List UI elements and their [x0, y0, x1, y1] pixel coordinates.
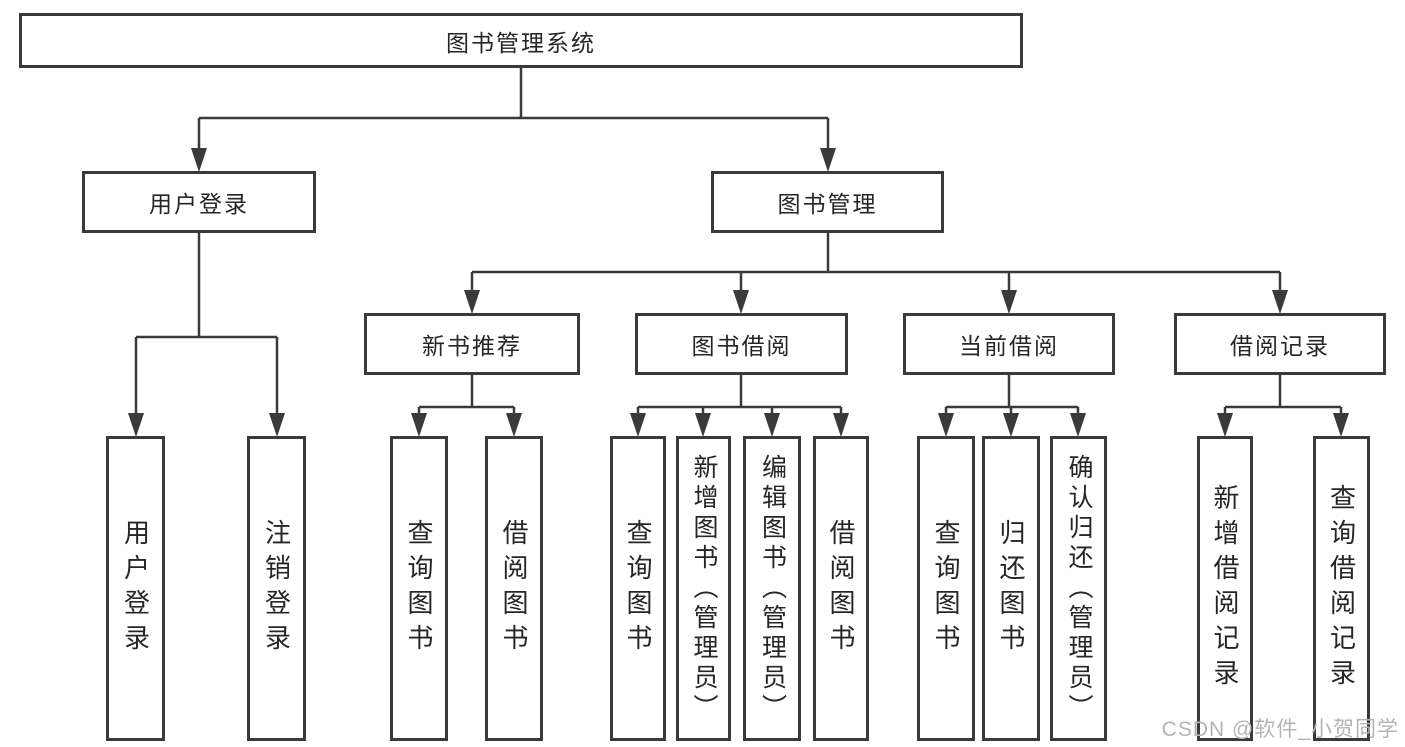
leaf-bb-add-books-admin-label: 新增图书（管理员）: [690, 453, 718, 724]
leaf-nbr-borrow-books-label: 借阅图书: [499, 518, 529, 659]
leaf-logout: 注销登录: [247, 436, 306, 741]
connector-line-path: [134, 68, 1343, 417]
leaf-nbr-query-books-label: 查询图书: [404, 518, 434, 659]
watermark: CSDN @软件_小贺同学: [1161, 718, 1399, 741]
leaf-cb-confirm-return-admin: 确认归还（管理员）: [1050, 436, 1107, 741]
leaf-br-add-record-label: 新增借阅记录: [1210, 483, 1240, 694]
node-current-borrowing: 当前借阅: [903, 313, 1115, 375]
node-new-book-recommendation: 新书推荐: [364, 313, 580, 375]
node-borrowing-records: 借阅记录: [1174, 313, 1386, 375]
leaf-br-query-record: 查询借阅记录: [1313, 436, 1370, 741]
node-user-login: 用户登录: [82, 171, 316, 233]
node-user-login-label: 用户登录: [149, 191, 249, 217]
node-book-management: 图书管理: [711, 171, 944, 233]
leaf-bb-borrow-books: 借阅图书: [813, 436, 869, 741]
leaf-bb-add-books-admin: 新增图书（管理员）: [676, 436, 731, 741]
leaf-bb-query-books: 查询图书: [610, 436, 666, 741]
leaf-cb-return-books-label: 归还图书: [996, 518, 1026, 659]
leaf-br-query-record-label: 查询借阅记录: [1326, 483, 1357, 694]
node-library-management-system: 图书管理系统: [19, 13, 1023, 68]
leaf-bb-edit-books-admin: 编辑图书（管理员）: [743, 436, 801, 741]
leaf-bb-query-books-label: 查询图书: [623, 518, 653, 659]
leaf-cb-query-books-label: 查询图书: [931, 518, 961, 659]
leaf-cb-return-books: 归还图书: [982, 436, 1040, 741]
leaf-logout-label: 注销登录: [261, 518, 292, 659]
arrowheads: [128, 148, 1349, 437]
leaf-cb-confirm-return-admin-label: 确认归还（管理员）: [1065, 453, 1093, 724]
node-new-book-recommendation-label: 新书推荐: [422, 333, 522, 359]
leaf-nbr-query-books: 查询图书: [390, 436, 448, 741]
leaf-nbr-borrow-books: 借阅图书: [485, 436, 543, 741]
leaf-cb-query-books: 查询图书: [917, 436, 975, 741]
leaf-bb-borrow-books-label: 借阅图书: [826, 518, 856, 659]
node-borrowing-records-label: 借阅记录: [1230, 333, 1330, 359]
node-library-management-system-label: 图书管理系统: [446, 29, 596, 56]
leaf-user-login: 用户登录: [106, 436, 165, 741]
leaf-br-add-record: 新增借阅记录: [1197, 436, 1253, 741]
leaf-user-login-label: 用户登录: [120, 518, 151, 659]
node-book-borrowing: 图书借阅: [635, 313, 848, 375]
node-book-management-label: 图书管理: [777, 191, 878, 217]
node-current-borrowing-label: 当前借阅: [959, 333, 1059, 359]
node-book-borrowing-label: 图书借阅: [691, 333, 792, 359]
leaf-bb-edit-books-admin-label: 编辑图书（管理员）: [758, 453, 787, 724]
